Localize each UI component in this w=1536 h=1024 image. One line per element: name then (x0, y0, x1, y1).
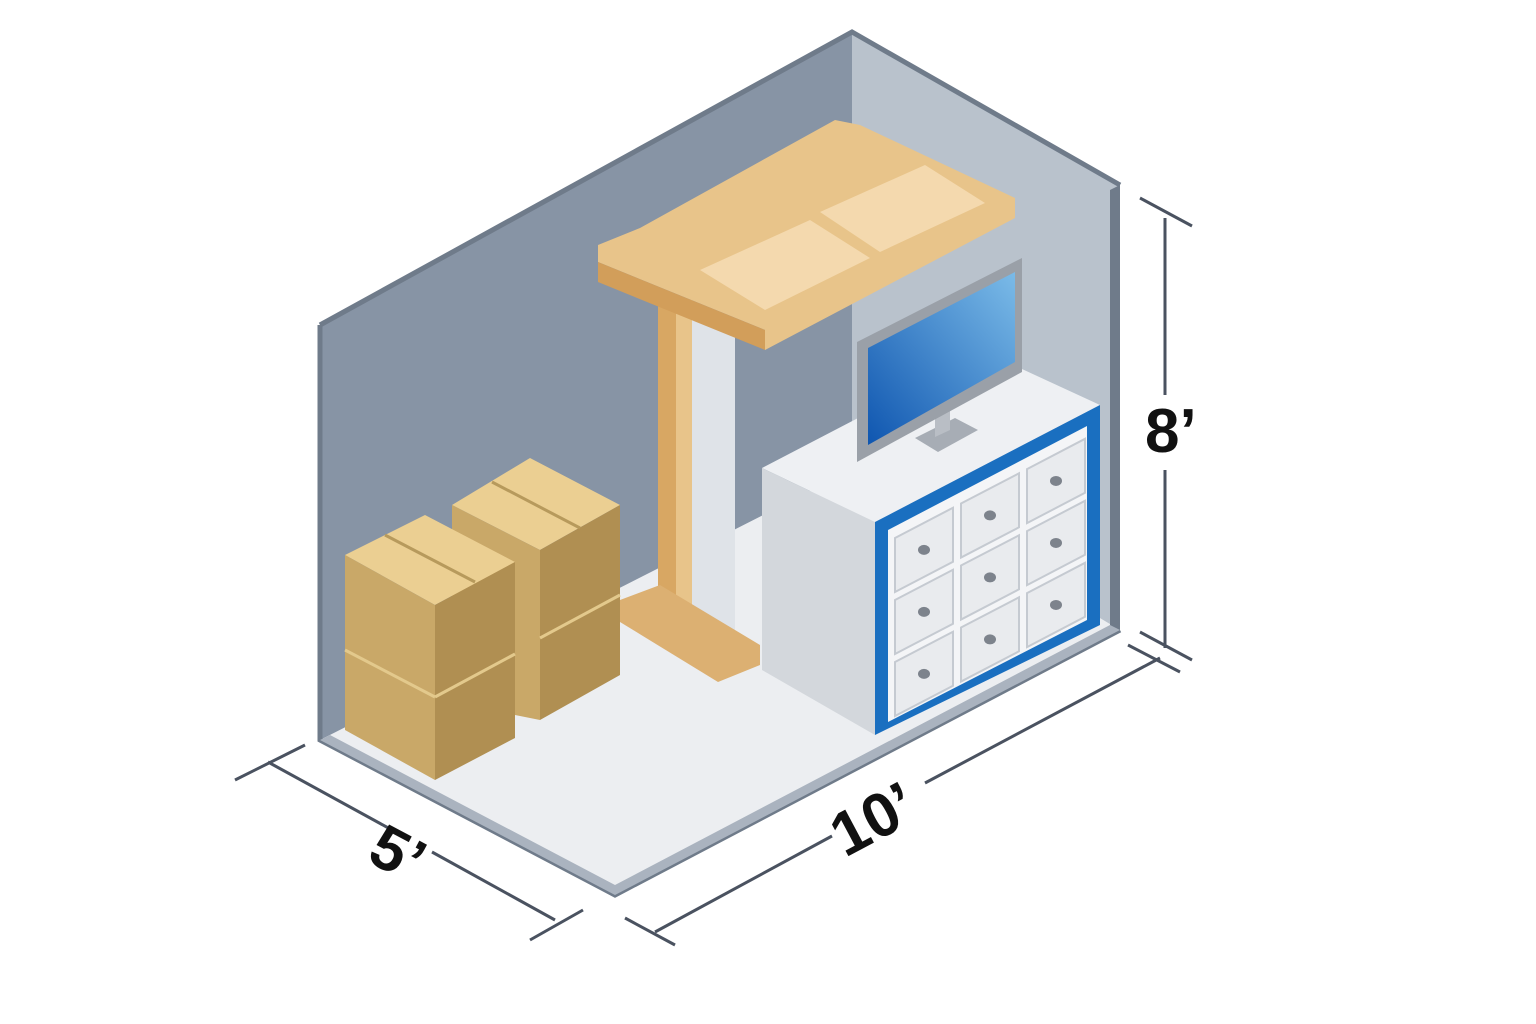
drawer-knob (918, 668, 930, 679)
wooden-shelf (598, 120, 1015, 682)
width-label: 5’ (358, 811, 436, 896)
drawer-knob (984, 634, 996, 645)
room-outline (318, 29, 1122, 328)
height-label: 8’ (1145, 397, 1197, 466)
monitor-stand-base (915, 418, 978, 452)
dimension-height: 8’ (1139, 196, 1197, 662)
right-wall-edge (1110, 185, 1120, 630)
shelf-front-edge (598, 262, 765, 350)
dresser-side (762, 468, 875, 735)
box-stack-front (344, 515, 516, 780)
drawer-knob (1050, 599, 1062, 610)
drawer-grid (894, 437, 1086, 718)
drawer-knob (984, 572, 996, 583)
monitor (857, 258, 1022, 462)
drawer-knob (918, 606, 930, 617)
drawer-knob (1050, 537, 1062, 548)
length-label: 10’ (819, 769, 928, 870)
shelf-post-shadow (690, 300, 735, 640)
drawer-knob (1050, 475, 1062, 486)
monitor-screen (868, 272, 1015, 445)
shelf-base (620, 585, 760, 682)
shelf-post-front (676, 300, 692, 635)
drawer-knob (984, 510, 996, 521)
shelf-panel-2 (820, 165, 985, 252)
shelf-panel-1 (700, 220, 870, 310)
cardboard-boxes (344, 458, 621, 780)
drawer-knob (918, 544, 930, 555)
